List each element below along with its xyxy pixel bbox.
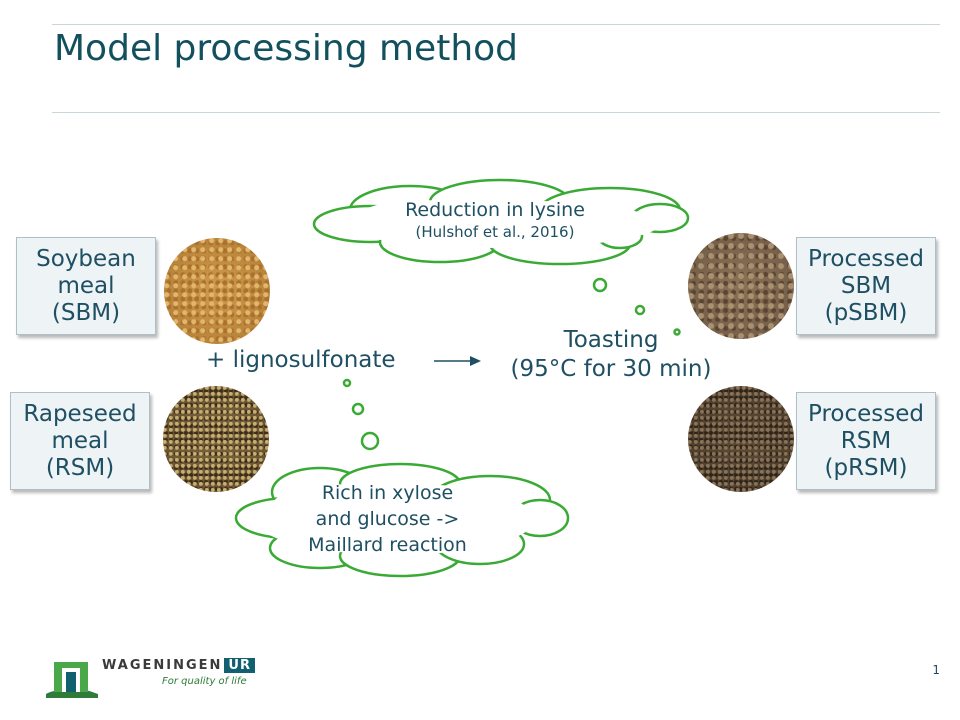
box-label-line: SBM <box>840 272 892 299</box>
logo-wordmark: WAGENINGEN UR <box>102 658 255 673</box>
box-label-line: RSM <box>840 427 892 454</box>
cloud-bottom-line: Maillard reaction <box>308 534 467 556</box>
processed-rsm-image <box>688 386 794 492</box>
top-rule <box>52 24 940 25</box>
thought-bubbles-top <box>592 277 681 336</box>
cloud-top-line2: (Hulshof et al., 2016) <box>415 223 575 241</box>
box-label-line: meal <box>51 427 109 454</box>
toasting-line1: Toasting <box>563 327 659 353</box>
soybean-meal-image <box>164 238 270 344</box>
box-label-line: (RSM) <box>45 454 115 481</box>
rapeseed-meal-image <box>163 386 269 492</box>
cloud-bottom-text: Rich in xylose and glucose -> Maillard r… <box>255 480 520 558</box>
processed-rsm-box: Processed RSM (pRSM) <box>796 392 936 490</box>
box-label-line: Soybean <box>36 245 136 272</box>
cloud-bottom-line: and glucose -> <box>315 508 460 530</box>
box-label-line: Rapeseed <box>23 400 137 427</box>
processed-sbm-image <box>688 233 794 339</box>
box-label-line: (pRSM) <box>824 454 908 481</box>
logo-ur: UR <box>224 658 255 673</box>
thought-bubbles-bottom <box>342 378 380 451</box>
title-rule <box>52 112 940 113</box>
logo-tagline: For quality of life <box>162 676 247 687</box>
box-label-line: Processed <box>808 245 924 272</box>
page-number: 1 <box>932 663 940 677</box>
box-label-line: (SBM) <box>51 299 121 326</box>
processed-sbm-box: Processed SBM (pSBM) <box>796 237 936 335</box>
soybean-meal-box: Soybean meal (SBM) <box>16 237 156 335</box>
toasting-line2: (95°C for 30 min) <box>510 356 712 382</box>
page-title: Model processing method <box>54 28 519 69</box>
cloud-top-line1: Reduction in lysine <box>405 199 585 221</box>
treatment-label: + lignosulfonate <box>206 347 396 373</box>
cloud-top-text: Reduction in lysine (Hulshof et al., 201… <box>330 199 660 242</box>
logo-text: WAGENINGEN <box>102 658 223 673</box>
wageningen-ur-logo: WAGENINGEN UR For quality of life <box>44 654 304 700</box>
rapeseed-meal-box: Rapeseed meal (RSM) <box>10 392 150 490</box>
box-label-line: meal <box>57 272 115 299</box>
box-label-line: (pSBM) <box>824 299 908 326</box>
logo-emblem-icon <box>46 662 98 698</box>
right-arrow-icon <box>434 356 481 366</box>
cloud-bottom-line: Rich in xylose <box>321 482 454 504</box>
toasting-label: Toasting (95°C for 30 min) <box>480 326 742 384</box>
box-label-line: Processed <box>808 400 924 427</box>
